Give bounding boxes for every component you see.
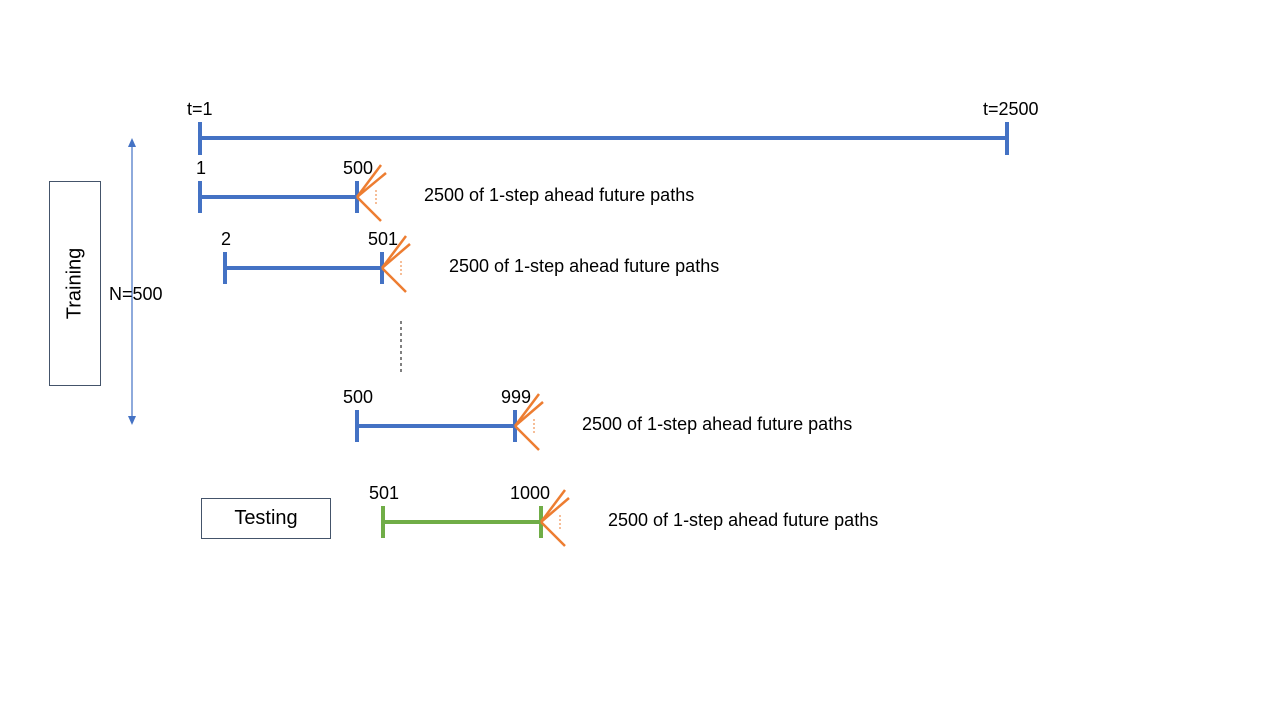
window-1-end-label: 500 — [343, 158, 374, 178]
testing-box: Testing — [201, 498, 331, 539]
window-3-start-label: 500 — [343, 387, 374, 407]
window-2-start-label: 2 — [221, 229, 232, 249]
future-paths-fan — [356, 164, 387, 222]
future-paths-fan — [381, 235, 411, 293]
full-timeline — [198, 122, 1009, 155]
n-arrow — [128, 138, 136, 425]
future-paths-fan — [540, 489, 570, 547]
testing-start-label: 501 — [369, 483, 400, 503]
window-1-paths-label: 2500 of 1-step ahead future paths — [424, 185, 695, 205]
timeline-end-label: t=2500 — [983, 99, 1039, 119]
training-window-3 — [355, 393, 544, 451]
timeline-start-label: t=1 — [187, 99, 213, 119]
training-box: Training — [49, 181, 101, 386]
testing-paths-label: 2500 of 1-step ahead future paths — [608, 510, 879, 530]
window-3-end-label: 999 — [501, 387, 532, 407]
window-2-end-label: 501 — [368, 229, 399, 249]
n-label: N=500 — [109, 284, 163, 304]
window-3-paths-label: 2500 of 1-step ahead future paths — [582, 414, 853, 434]
training-label: Training — [63, 247, 86, 320]
window-2-paths-label: 2500 of 1-step ahead future paths — [449, 256, 720, 276]
testing-window — [381, 489, 570, 547]
testing-label: Testing — [234, 507, 298, 529]
window-1-start-label: 1 — [196, 158, 207, 178]
training-window-2 — [223, 235, 411, 293]
future-paths-fan — [514, 393, 544, 451]
training-window-1 — [198, 164, 387, 222]
testing-end-label: 1000 — [510, 483, 551, 503]
